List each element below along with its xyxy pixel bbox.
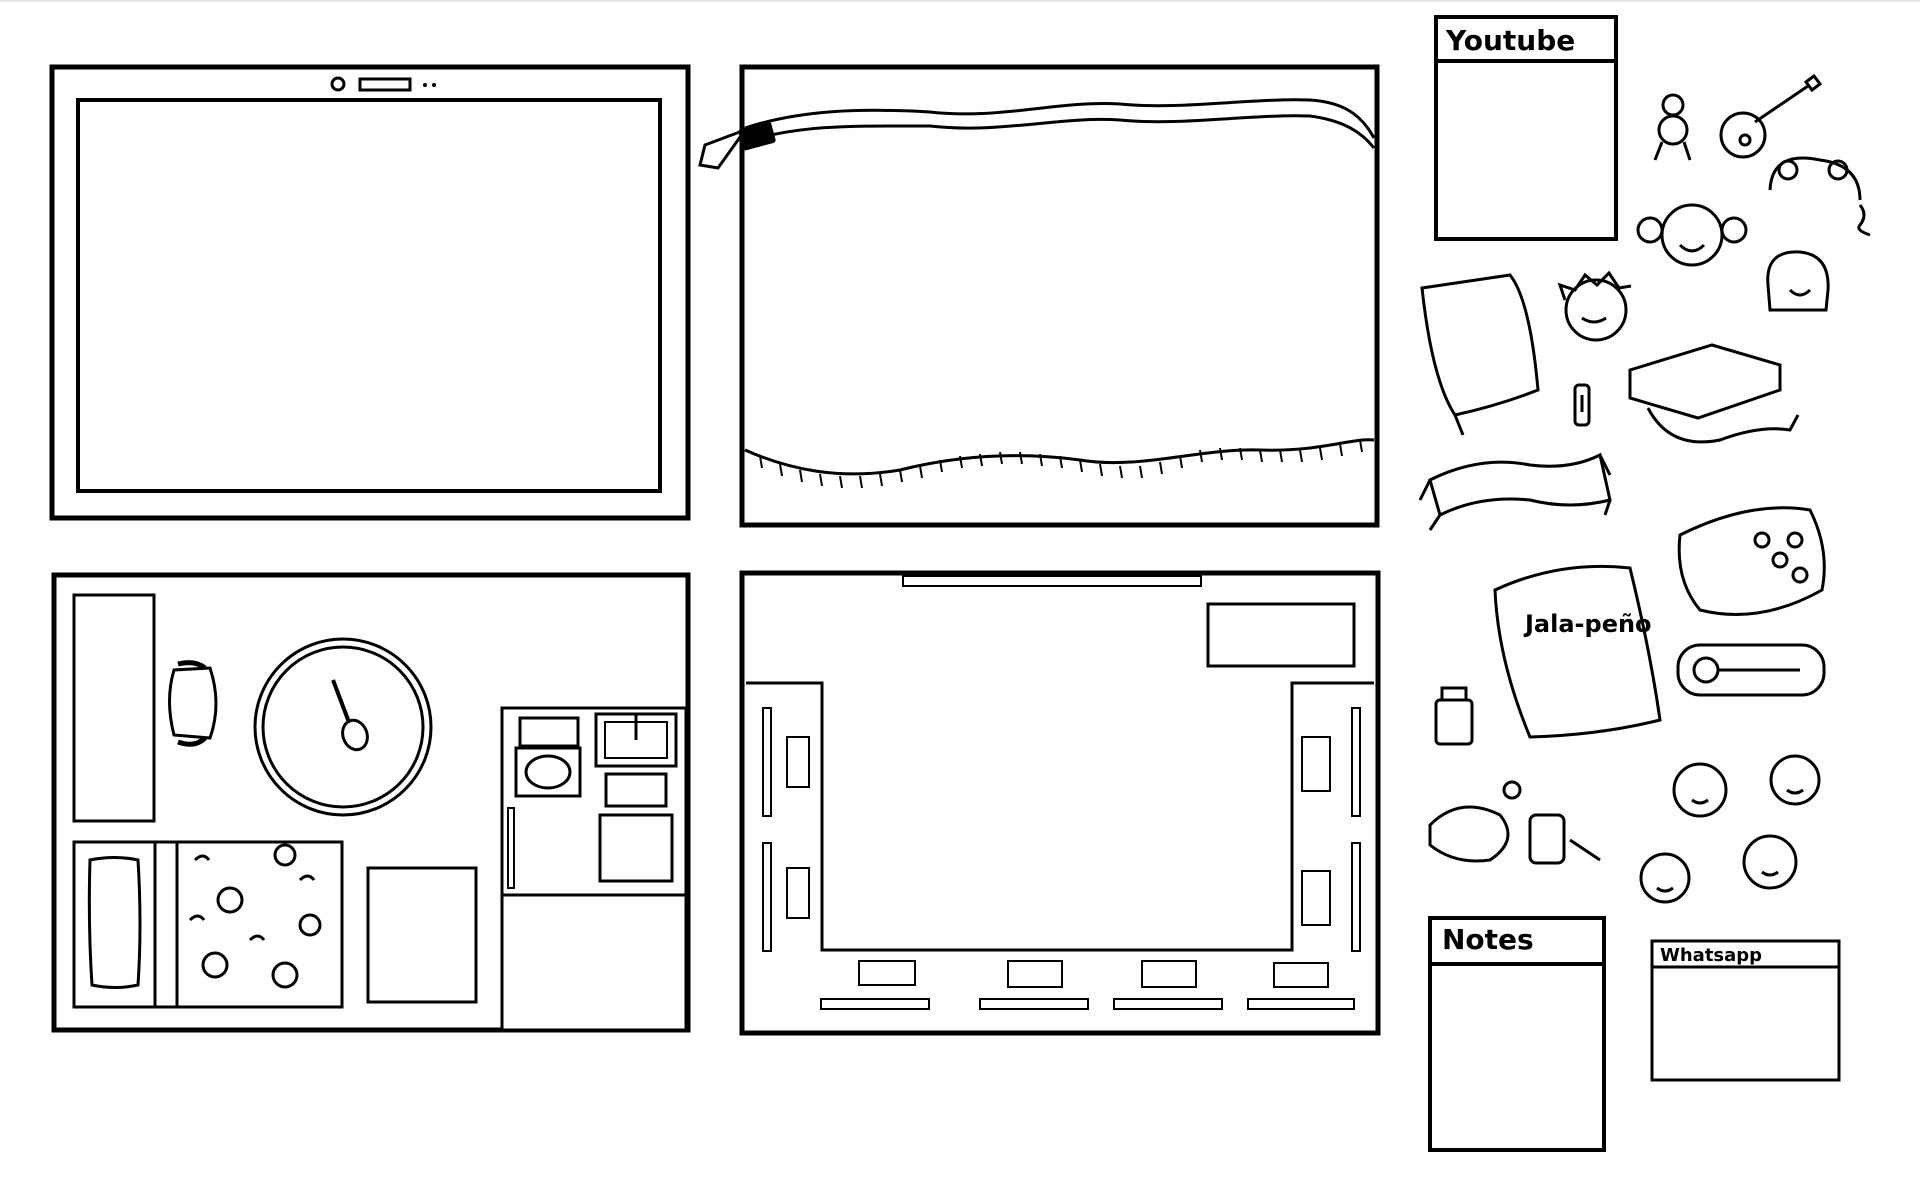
lunchbox-icon[interactable]	[1677, 506, 1826, 616]
bottle-icon[interactable]	[1434, 686, 1474, 746]
notes-card[interactable]: Notes	[1428, 916, 1606, 1152]
bag-panel[interactable]	[698, 64, 1380, 528]
rug-rect	[366, 866, 478, 1004]
spoon-case-icon[interactable]	[1676, 643, 1826, 697]
chair-icon	[168, 660, 218, 747]
youtube-title: Youtube	[1445, 24, 1575, 57]
whatsapp-title: Whatsapp	[1660, 945, 1762, 966]
rug-with-guitar	[253, 637, 433, 817]
whatsapp-card[interactable]: Whatsapp	[1650, 939, 1841, 1082]
scarf-icon[interactable]	[1418, 452, 1612, 531]
earbud-icon[interactable]	[1573, 383, 1591, 427]
teacher-desk	[1206, 602, 1356, 668]
whiteboard	[902, 575, 1202, 587]
speaker-grille	[358, 77, 412, 92]
friends-faces-icon[interactable]	[1639, 754, 1821, 904]
desk	[72, 593, 156, 823]
tablet-panel[interactable]	[49, 64, 691, 521]
frog-hat-icon[interactable]	[1768, 156, 1871, 237]
curly-face-icon[interactable]	[1636, 203, 1748, 267]
chips-bag-icon[interactable]: Jala-peño	[1493, 564, 1662, 739]
desks	[762, 707, 1361, 1010]
classroom-panel[interactable]	[739, 570, 1381, 1036]
chips-bag-label: Jala-peño	[1523, 610, 1652, 638]
boy-face-icon[interactable]	[1557, 270, 1632, 342]
bathroom	[500, 706, 688, 1032]
camera-icon	[330, 76, 346, 92]
keychain-icon[interactable]	[1428, 780, 1601, 865]
bedroom-panel[interactable]	[51, 572, 691, 1033]
pillow	[87, 856, 142, 989]
youtube-card[interactable]: Youtube	[1434, 15, 1618, 241]
zipper-pull-icon[interactable]	[698, 121, 776, 170]
notes-title: Notes	[1442, 923, 1534, 956]
bed	[72, 840, 344, 1009]
guitar-icon[interactable]	[1719, 73, 1823, 159]
notebook-icon[interactable]	[1420, 273, 1540, 436]
teddy-bear-icon[interactable]	[1653, 93, 1692, 161]
power-bank-icon[interactable]	[1628, 343, 1800, 444]
girl-face-icon[interactable]	[1766, 250, 1830, 312]
